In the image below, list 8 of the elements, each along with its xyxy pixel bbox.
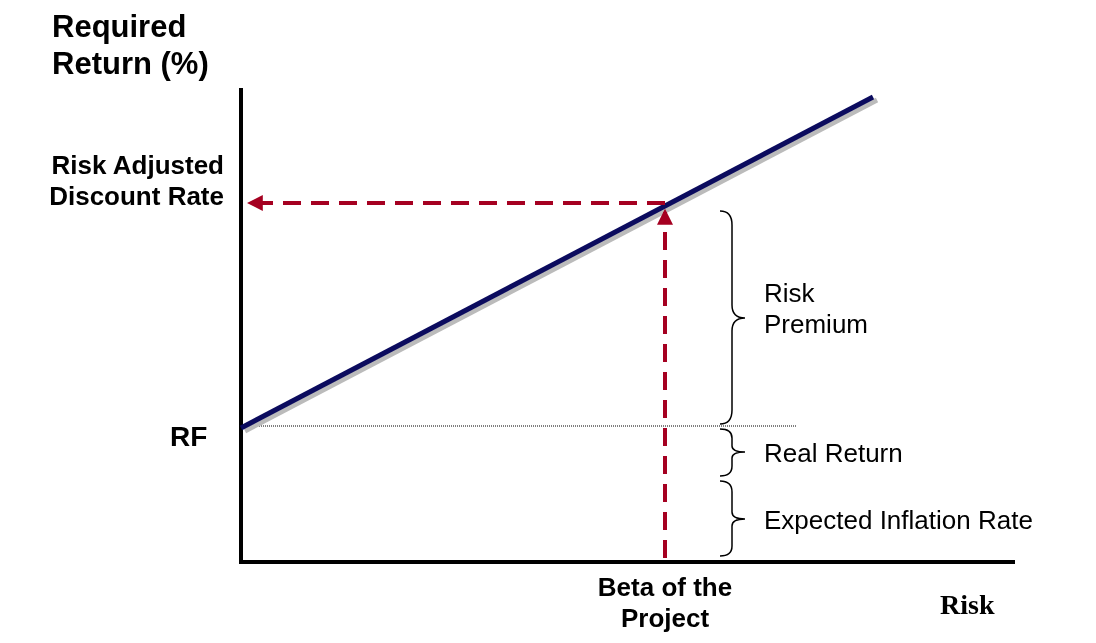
- axis-label: RF: [170, 420, 209, 454]
- bracket-label: Risk Premium: [764, 278, 869, 341]
- axis-title: Risk: [940, 588, 996, 622]
- bracket-label: Expected Inflation Rate: [764, 505, 1034, 537]
- axis-title: Required Return (%): [52, 8, 210, 83]
- bracket-label: Real Return: [764, 438, 904, 470]
- axis-label: Beta of the Project: [596, 572, 734, 635]
- axis-label: Risk Adjusted Discount Rate: [48, 150, 224, 213]
